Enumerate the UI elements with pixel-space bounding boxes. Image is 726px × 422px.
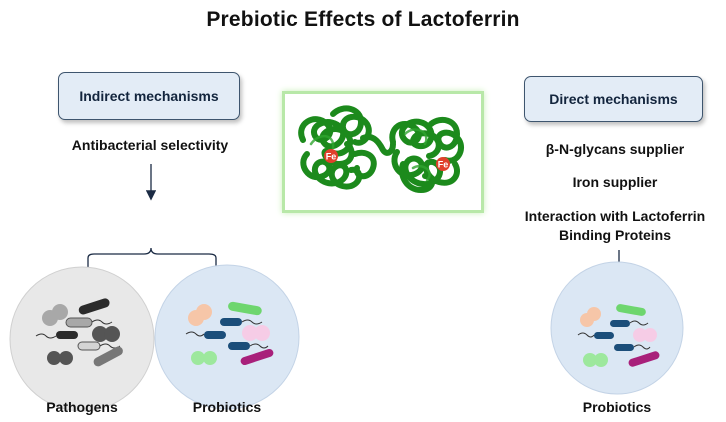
probiotics-label-direct: Probiotics	[582, 399, 652, 415]
antibacterial-selectivity-label: Antibacterial selectivity	[71, 137, 229, 153]
indirect-mechanisms-box: Indirect mechanisms	[58, 72, 240, 120]
iron-ion-right	[436, 157, 450, 171]
iron-label-right: Fe	[438, 160, 449, 170]
probiotics-label-indirect: Probiotics	[192, 399, 262, 415]
pathogens-label: Pathogens	[46, 399, 118, 415]
iron-ion-left	[324, 149, 338, 163]
figure-title: Prebiotic Effects of Lactoferrin	[206, 8, 520, 31]
probiotics-community-indirect	[154, 264, 300, 410]
iron-label-left: Fe	[326, 152, 337, 162]
selectivity-brace	[87, 247, 217, 262]
lactoferrin-structure-frame: Fe Fe	[282, 91, 484, 213]
lactoferrin-interaction-label: Interaction with Lactoferrin	[524, 208, 706, 224]
glycans-supplier-label: β-N-glycans supplier	[545, 141, 685, 157]
protein-strands	[298, 105, 465, 193]
binding-proteins-label: Binding Proteins	[559, 227, 671, 243]
direct-mechanisms-label: Direct mechanisms	[549, 91, 678, 107]
indirect-mechanisms-label: Indirect mechanisms	[79, 88, 219, 104]
probiotics-community-direct	[550, 261, 684, 395]
lactoferrin-protein-illustration: Fe Fe	[298, 105, 465, 193]
pathogens-community	[9, 266, 155, 412]
direct-mechanisms-box: Direct mechanisms	[524, 76, 703, 122]
iron-supplier-label: Iron supplier	[572, 174, 658, 190]
